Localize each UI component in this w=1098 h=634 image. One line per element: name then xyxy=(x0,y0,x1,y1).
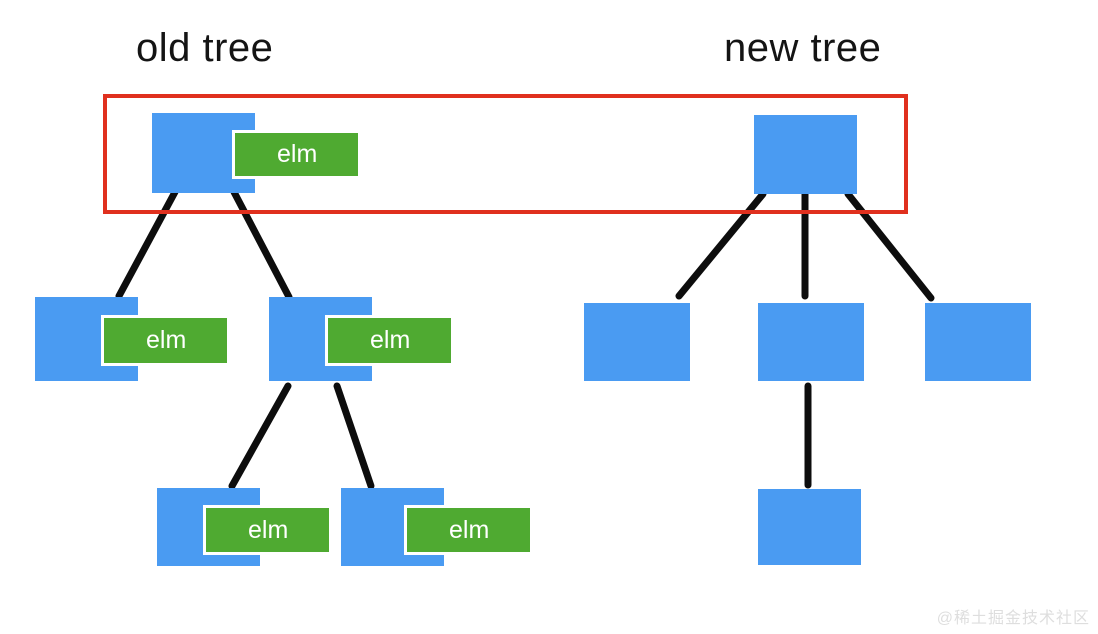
tree-edge xyxy=(115,188,179,300)
tree-edge xyxy=(230,188,293,301)
elm-tag: elm xyxy=(101,315,230,366)
tree-edge xyxy=(228,382,292,490)
watermark: @稀土掘金技术社区 xyxy=(936,610,1090,627)
root-comparison-highlight xyxy=(103,94,908,214)
elm-tag: elm xyxy=(203,505,332,555)
tree-node xyxy=(758,303,864,381)
tree-node xyxy=(758,489,861,565)
tree-node xyxy=(754,115,857,194)
tree-edge xyxy=(333,382,375,490)
old-tree-title: old tree xyxy=(136,26,274,70)
elm-tag: elm xyxy=(325,315,454,366)
new-tree-title: new tree xyxy=(724,26,882,70)
elm-tag: elm xyxy=(404,505,533,555)
tree-node xyxy=(584,303,690,381)
tree-node xyxy=(925,303,1031,381)
elm-tag: elm xyxy=(232,130,361,179)
